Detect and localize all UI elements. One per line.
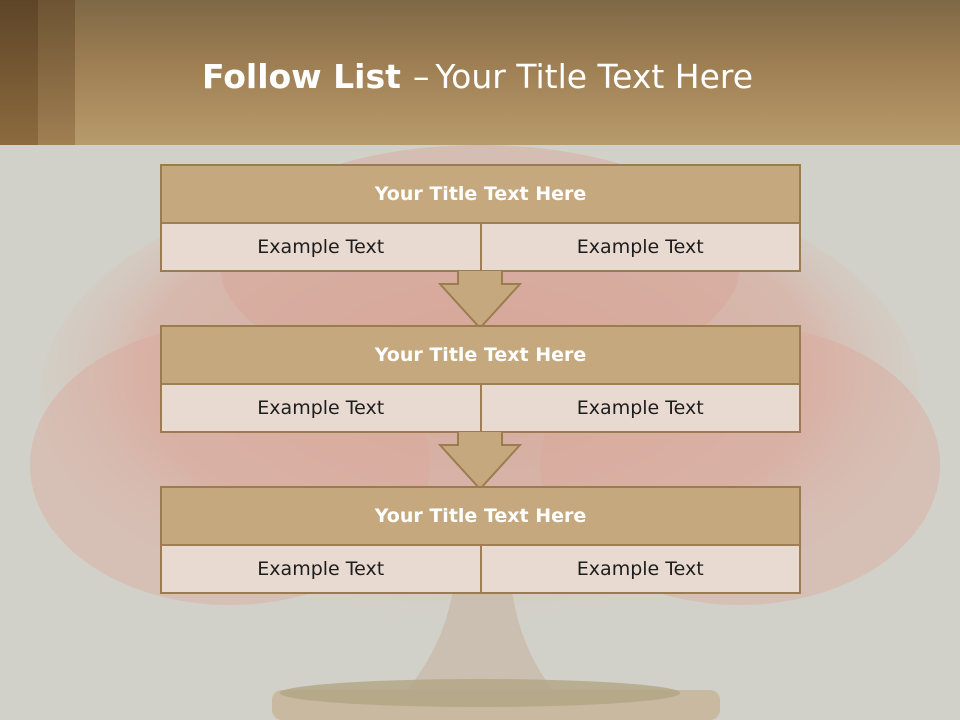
- step-cell-right[interactable]: Example Text: [481, 385, 799, 431]
- moss: [280, 679, 680, 707]
- step-box[interactable]: Your Title Text Here Example Text Exampl…: [160, 164, 801, 272]
- step-row: Example Text Example Text: [162, 224, 799, 270]
- step-title[interactable]: Your Title Text Here: [162, 166, 799, 222]
- step-box[interactable]: Your Title Text Here Example Text Exampl…: [160, 325, 801, 433]
- step-title[interactable]: Your Title Text Here: [162, 327, 799, 383]
- step-row: Example Text Example Text: [162, 385, 799, 431]
- header-accent-strip: [0, 0, 38, 145]
- slide-title-bold: Follow List: [202, 57, 401, 96]
- step-cell-right[interactable]: Example Text: [481, 546, 799, 592]
- step-cell-left[interactable]: Example Text: [162, 546, 480, 592]
- down-arrow-icon: [438, 270, 522, 330]
- step-cell-left[interactable]: Example Text: [162, 385, 480, 431]
- slide-title-rest: Your Title Text Here: [435, 57, 754, 96]
- down-arrow-icon: [438, 431, 522, 491]
- slide-title[interactable]: Follow List–Your Title Text Here: [202, 55, 753, 99]
- header-band: [0, 0, 960, 145]
- slide-title-separator: –: [412, 57, 430, 96]
- step-box[interactable]: Your Title Text Here Example Text Exampl…: [160, 486, 801, 594]
- tree-trunk: [395, 575, 565, 705]
- step-cell-left[interactable]: Example Text: [162, 224, 480, 270]
- step-cell-right[interactable]: Example Text: [481, 224, 799, 270]
- step-row: Example Text Example Text: [162, 546, 799, 592]
- header-accent-strip: [38, 0, 75, 145]
- step-title[interactable]: Your Title Text Here: [162, 488, 799, 544]
